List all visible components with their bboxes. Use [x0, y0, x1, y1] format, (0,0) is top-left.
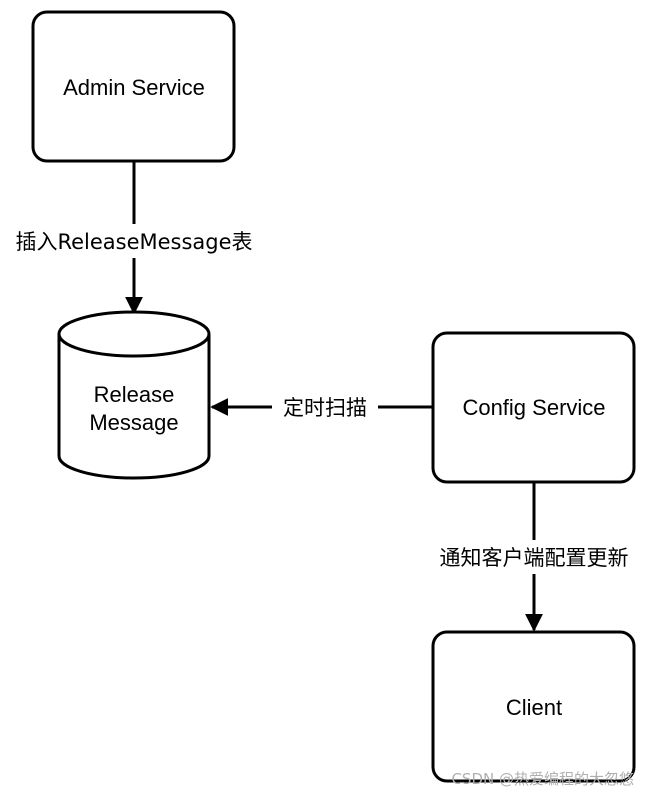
client-node: Client: [431, 630, 636, 783]
edge-config-to-release-label: 定时扫描: [283, 396, 367, 420]
config-service-node: Config Service: [431, 331, 636, 484]
client-box: [431, 630, 636, 783]
release-message-cylinder-top: [57, 310, 211, 358]
admin-service-label: Admin Service: [63, 75, 205, 100]
edge-config-to-client: 通知客户端配置更新: [440, 482, 629, 632]
edge-config-to-client-label: 通知客户端配置更新: [440, 546, 629, 570]
release-message-cylinder-body: [57, 334, 211, 480]
release-message-node: Release Message: [57, 310, 211, 480]
edge-admin-to-release-label: 插入ReleaseMessage表: [15, 230, 252, 254]
release-message-label-line2: Message: [89, 410, 178, 435]
client-label: Client: [506, 695, 562, 720]
config-service-label: Config Service: [462, 395, 605, 420]
admin-service-node: Admin Service: [31, 10, 236, 163]
edge-admin-to-release: 插入ReleaseMessage表: [15, 161, 253, 315]
csdn-watermark: CSDN @热爱编程的大忽悠: [451, 770, 634, 788]
edge-config-to-release: 定时扫描: [210, 396, 433, 420]
release-message-label-line1: Release: [94, 382, 175, 407]
